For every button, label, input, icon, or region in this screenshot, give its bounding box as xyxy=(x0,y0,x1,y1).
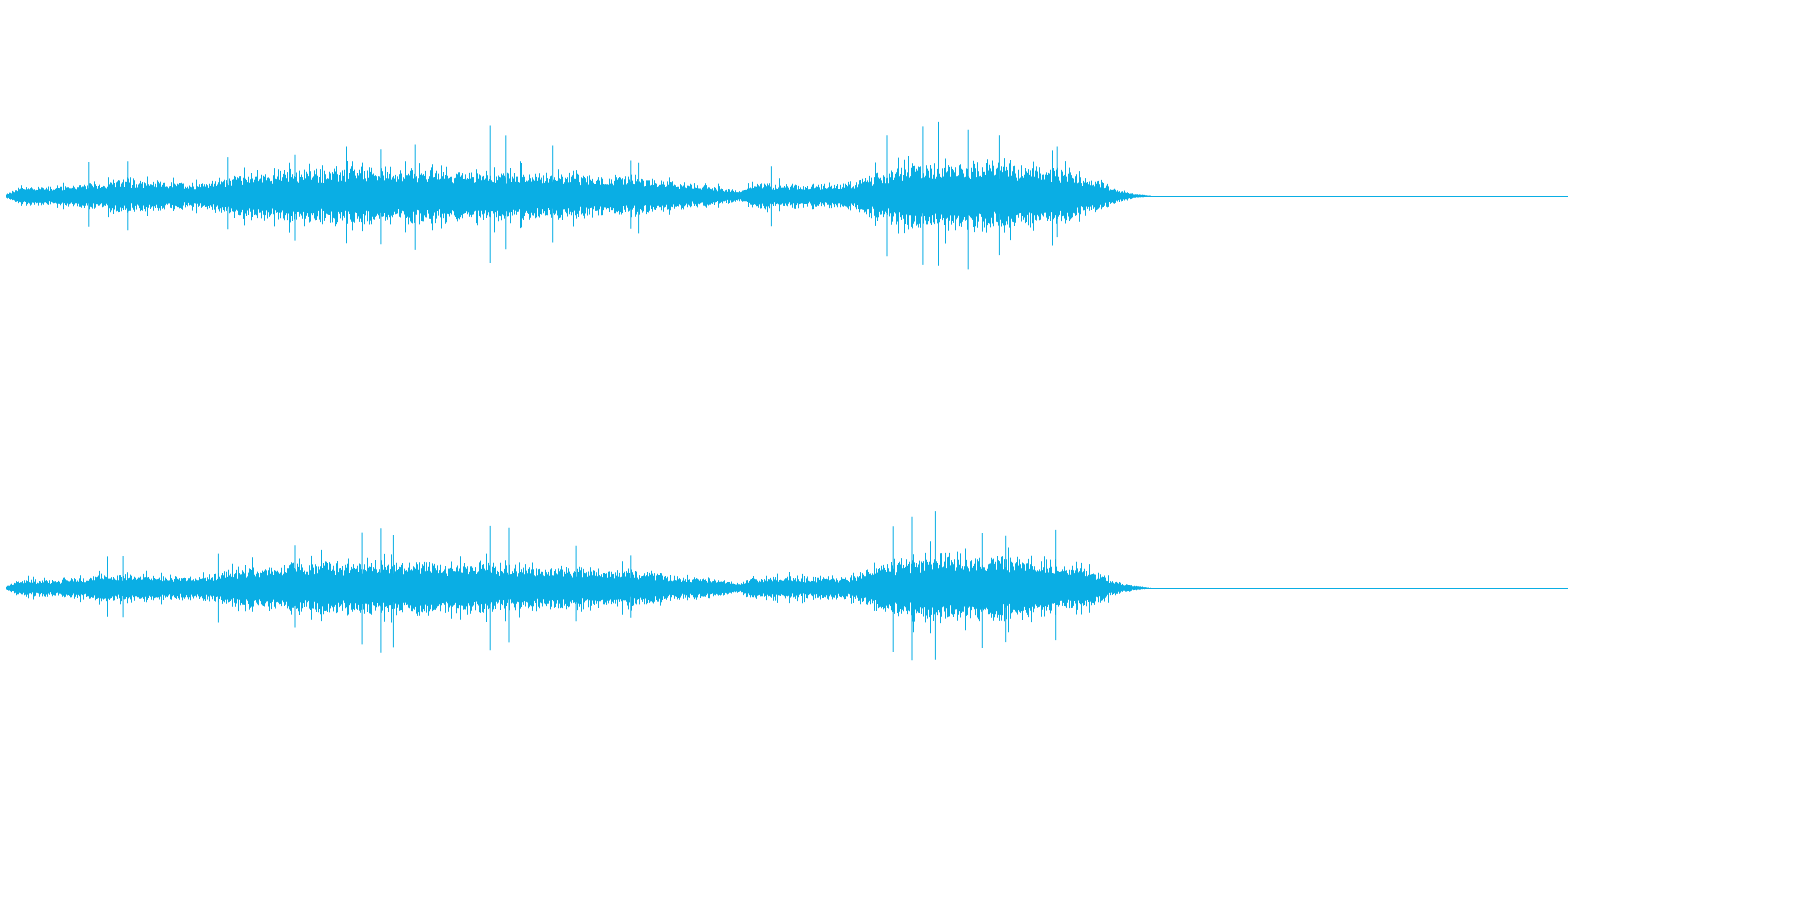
channel-1-body xyxy=(6,153,1151,244)
waveform-view xyxy=(6,121,1568,661)
channel-2-body xyxy=(6,541,1151,634)
channel-1-waveform xyxy=(6,121,1568,270)
channel-2-waveform xyxy=(6,511,1568,661)
channel-1-peaks xyxy=(88,121,1058,270)
